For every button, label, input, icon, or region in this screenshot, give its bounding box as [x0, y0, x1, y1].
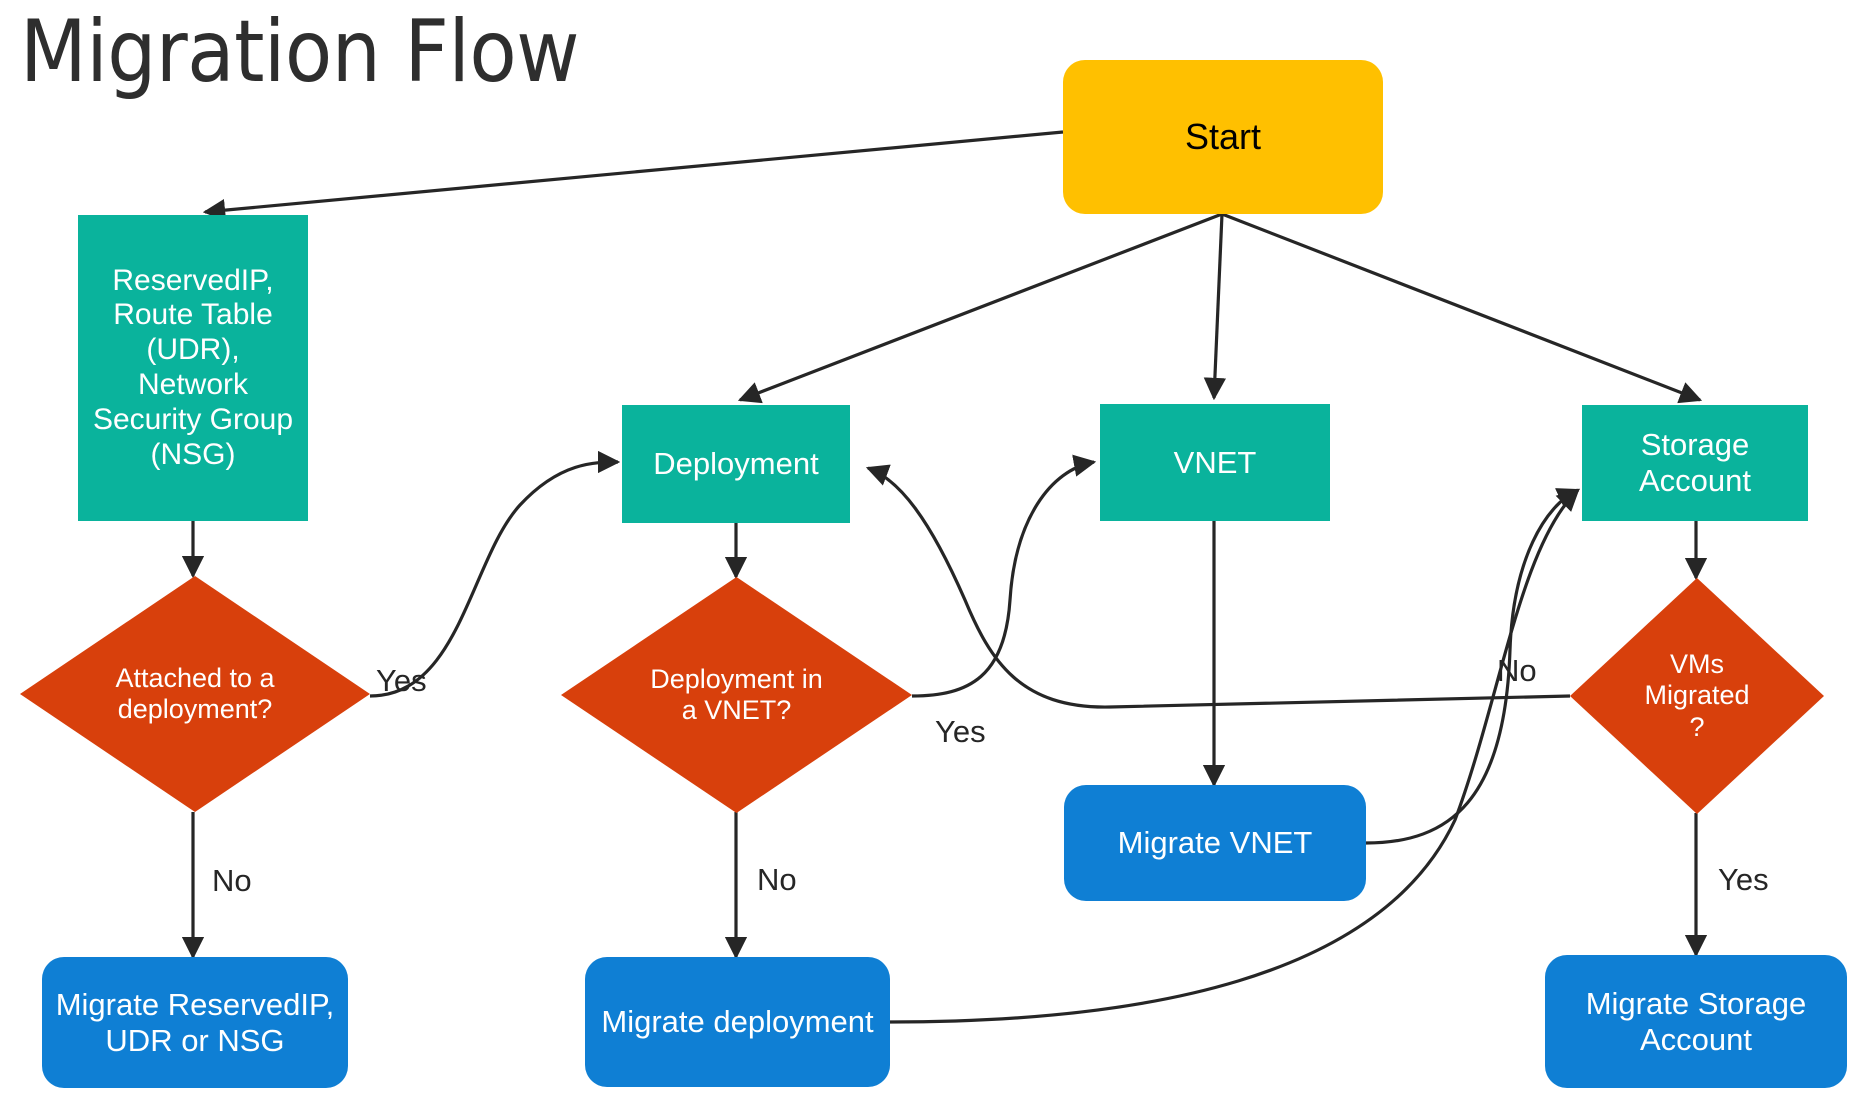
- node-reservedip[interactable]: ReservedIP, Route Table (UDR), Network S…: [78, 215, 308, 521]
- node-deployment-label: Deployment: [653, 446, 819, 482]
- node-migrate-deployment[interactable]: Migrate deployment: [585, 957, 890, 1087]
- edge-start-to-storage: [1221, 212, 1703, 404]
- node-storage-label: Storage Account: [1638, 427, 1751, 498]
- node-deploy-in-vnet-label: Deployment in a VNET?: [650, 663, 823, 725]
- node-reservedip-label: ReservedIP, Route Table (UDR), Network S…: [92, 263, 294, 471]
- node-vnet-label: VNET: [1173, 444, 1257, 480]
- node-migrate-reservedip[interactable]: Migrate ReservedIP, UDR or NSG: [42, 957, 348, 1088]
- node-deploy-in-vnet-decision[interactable]: Deployment in a VNET?: [561, 577, 912, 813]
- node-migrate-storage[interactable]: Migrate Storage Account: [1545, 955, 1847, 1088]
- edge-label-attached-yes: Yes: [376, 663, 427, 698]
- node-attached-decision[interactable]: Attached to a deployment?: [20, 576, 370, 812]
- node-vms-migrated-decision[interactable]: VMs Migrated ?: [1570, 578, 1824, 814]
- node-vnet[interactable]: VNET: [1100, 404, 1330, 521]
- node-attached-label: Attached to a deployment?: [115, 662, 275, 724]
- edge-attached-yes-to-deployment: [369, 450, 621, 698]
- node-migrate-vnet-label: Migrate VNET: [1117, 825, 1313, 861]
- node-start-label: Start: [1184, 116, 1262, 158]
- edge-label-vms-migrated-no: No: [1497, 653, 1537, 688]
- node-storage[interactable]: Storage Account: [1582, 405, 1808, 521]
- node-deployment[interactable]: Deployment: [622, 405, 850, 523]
- edge-label-deploy-in-vnet-yes: Yes: [935, 714, 986, 749]
- node-start[interactable]: Start: [1063, 60, 1383, 214]
- edge-migrate-deployment-to-storage: [889, 488, 1580, 1024]
- node-vms-migrated-label: VMs Migrated ?: [1644, 649, 1750, 742]
- edge-migrate-vnet-to-storage: [1365, 488, 1581, 845]
- node-migrate-reservedip-label: Migrate ReservedIP, UDR or NSG: [55, 986, 335, 1058]
- edge-start-to-reservedip: [202, 130, 1064, 222]
- edge-start-to-vnet: [1203, 213, 1227, 401]
- node-migrate-storage-label: Migrate Storage Account: [1585, 985, 1807, 1057]
- node-migrate-deployment-label: Migrate deployment: [601, 1004, 874, 1040]
- edge-label-vms-migrated-yes: Yes: [1718, 862, 1769, 897]
- edge-label-attached-no: No: [212, 863, 252, 898]
- page-title: Migration Flow: [20, 2, 579, 102]
- edge-deploy-in-vnet-yes-to-vnet: [911, 454, 1097, 698]
- edge-label-deploy-in-vnet-no: No: [757, 862, 797, 897]
- node-migrate-vnet[interactable]: Migrate VNET: [1064, 785, 1366, 901]
- edge-start-to-deployment: [737, 212, 1223, 404]
